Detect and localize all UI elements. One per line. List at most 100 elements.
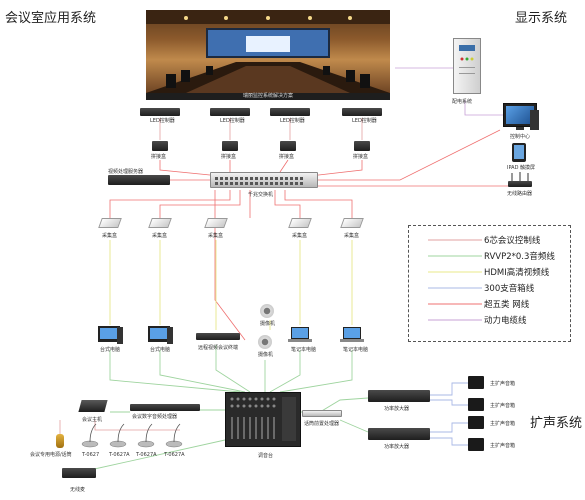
wireless-router-label: 无线路由器 — [507, 191, 533, 197]
mic-model-3: T-0627A — [136, 452, 157, 458]
collector-5-label: 采集盒 — [344, 233, 360, 239]
laptop-2 — [343, 327, 361, 339]
collector-2-label: 采集盒 — [152, 233, 168, 239]
legend-item-3: HDMI高清视频线 — [484, 268, 550, 278]
splicer-box-4-label: 拼接盒 — [353, 154, 369, 160]
dedicated-mic — [56, 434, 64, 448]
speaker-4-label: 主扩声音箱 — [490, 443, 516, 449]
legend — [408, 225, 571, 342]
legend-item-1: 6芯会议控制线 — [484, 236, 541, 246]
collector-3-label: 采集盒 — [208, 233, 224, 239]
laptop-1-label: 笔记本电脑 — [291, 347, 317, 353]
conference-room-image — [146, 10, 390, 93]
hero-caption: 瑞丽监控系统解决方案 — [146, 93, 390, 100]
camera-1 — [260, 304, 274, 318]
conference-host — [78, 400, 108, 412]
collector-5 — [340, 218, 364, 228]
led-controller-4-label: LED控制器 — [352, 118, 377, 124]
preprocessor-label: 话筒前置处理器 — [304, 421, 340, 427]
splicer-box-1 — [152, 141, 168, 151]
remote-video-terminal — [196, 333, 240, 340]
speaker-1-label: 主扩声音箱 — [490, 381, 516, 387]
led-controller-3 — [270, 108, 310, 116]
desktop-1-label: 台式电脑 — [100, 347, 121, 353]
video-processing-server — [108, 175, 170, 185]
router-antennas — [511, 172, 529, 181]
amplification-system-title: 扩声系统 — [530, 416, 583, 431]
camera-2-label: 摄像机 — [258, 352, 274, 358]
desktop-2-tower — [167, 327, 173, 344]
splicer-box-2 — [222, 141, 238, 151]
splicer-box-4 — [354, 141, 370, 151]
amp-1-label: 功率放大器 — [384, 406, 410, 412]
led-controller-4 — [342, 108, 382, 116]
legend-item-6: 动力电缆线 — [484, 316, 527, 326]
collector-1-label: 采集盒 — [102, 233, 118, 239]
control-center-label: 控制中心 — [510, 134, 531, 140]
mic-model-4: T-0627A — [164, 452, 185, 458]
dedicated-mic-label: 会议专用电源/话筒 — [30, 452, 72, 458]
ipad-touchscreen — [512, 143, 526, 162]
speaker-2-label: 主扩声音箱 — [490, 403, 516, 409]
remote-terminal-label: 远程视频会议终端 — [198, 345, 239, 351]
mic-preprocessor — [302, 410, 342, 417]
laptop-1-base — [288, 339, 312, 342]
power-amplifier-1 — [368, 390, 430, 402]
conference-system-title: 会议室应用系统 — [5, 11, 97, 26]
led-controller-1 — [140, 108, 180, 116]
conference-host-label: 会议主机 — [82, 417, 103, 423]
wireless-mic-receiver — [62, 468, 96, 478]
control-center-tower — [530, 110, 539, 130]
conference-audio-processor — [130, 404, 200, 411]
desktop-2 — [148, 326, 170, 342]
mixer-label: 调音台 — [258, 453, 274, 459]
led-controller-3-label: LED控制器 — [280, 118, 305, 124]
gigabit-switch — [210, 172, 318, 188]
amp-2-label: 功率放大器 — [384, 444, 410, 450]
conference-processor-label: 会议数字音频处理器 — [132, 414, 178, 420]
main-speaker-2 — [468, 398, 484, 411]
main-speaker-4 — [468, 438, 484, 451]
splicer-box-3 — [280, 141, 296, 151]
desktop-1-tower — [117, 327, 123, 344]
desktop-1 — [98, 326, 120, 342]
display-system-title: 显示系统 — [515, 11, 568, 26]
control-center-stand — [516, 127, 524, 130]
laptop-1 — [291, 327, 309, 339]
video-server-label: 视频处理服务器 — [108, 169, 144, 175]
splicer-box-2-label: 拼接盒 — [221, 154, 237, 160]
led-controller-1-label: LED控制器 — [150, 118, 175, 124]
splicer-box-1-label: 拼接盒 — [151, 154, 167, 160]
main-speaker-3 — [468, 416, 484, 429]
collector-4 — [288, 218, 312, 228]
wireless-mic-label: 无线麦 — [70, 487, 86, 493]
laptop-2-label: 笔记本电脑 — [343, 347, 369, 353]
distribution-label: 配电系统 — [452, 99, 473, 105]
legend-item-5: 超五类 网线 — [484, 300, 530, 310]
ipad-label: IPAD 触摸屏 — [507, 165, 536, 171]
mixing-console — [225, 392, 301, 447]
led-controller-2 — [210, 108, 250, 116]
power-amplifier-2 — [368, 428, 430, 440]
mic-model-2: T-0627A — [109, 452, 130, 458]
distribution-cabinet — [453, 38, 481, 94]
laptop-2-base — [340, 339, 364, 342]
camera-1-label: 摄像机 — [260, 321, 276, 327]
legend-item-2: RVVP2*0.3音频线 — [484, 252, 555, 262]
mic-model-1: T-0627 — [82, 452, 100, 458]
legend-item-4: 300支音箱线 — [484, 284, 535, 294]
speaker-3-label: 主扩声音箱 — [490, 421, 516, 427]
splicer-box-3-label: 拼接盒 — [279, 154, 295, 160]
collector-3 — [204, 218, 228, 228]
collector-2 — [148, 218, 172, 228]
collector-4-label: 采集盒 — [292, 233, 308, 239]
led-controller-2-label: LED控制器 — [220, 118, 245, 124]
camera-2 — [258, 335, 272, 349]
gooseneck-microphones — [81, 423, 183, 448]
collector-1 — [98, 218, 122, 228]
main-speaker-1 — [468, 376, 484, 389]
wireless-router — [508, 181, 532, 187]
gigabit-switch-label: 千兆交换机 — [248, 192, 274, 198]
desktop-2-label: 台式电脑 — [150, 347, 171, 353]
